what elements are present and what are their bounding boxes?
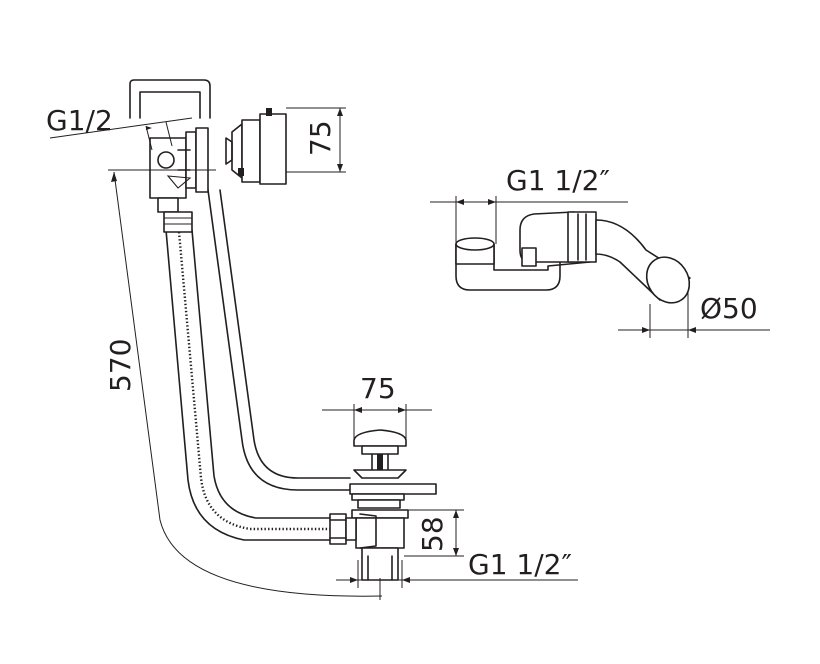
dimension-lines: [49, 107, 770, 600]
return-tube: [207, 189, 351, 491]
label-d50: Ø50: [700, 292, 758, 325]
main-assembly: [129, 79, 437, 581]
overflow-cover: [225, 108, 287, 185]
overflow-body: [149, 127, 209, 213]
label-75-horizontal: 75: [360, 372, 396, 405]
waste-body: [329, 493, 409, 581]
tub-bottom-plate: [349, 483, 437, 495]
overflow-tube: [129, 79, 211, 119]
label-g1-12-top: G1 1/2″: [506, 164, 610, 197]
label-g1-12-bottom: G1 1/2″: [468, 548, 572, 581]
label-75-vertical: 75: [304, 120, 337, 156]
label-g12: G1/2: [46, 104, 113, 137]
waste-plug: [353, 429, 407, 479]
trap-assembly: [455, 211, 691, 304]
label-570: 570: [104, 339, 137, 392]
label-58: 58: [416, 516, 449, 552]
corrugated-hose: [163, 211, 331, 541]
